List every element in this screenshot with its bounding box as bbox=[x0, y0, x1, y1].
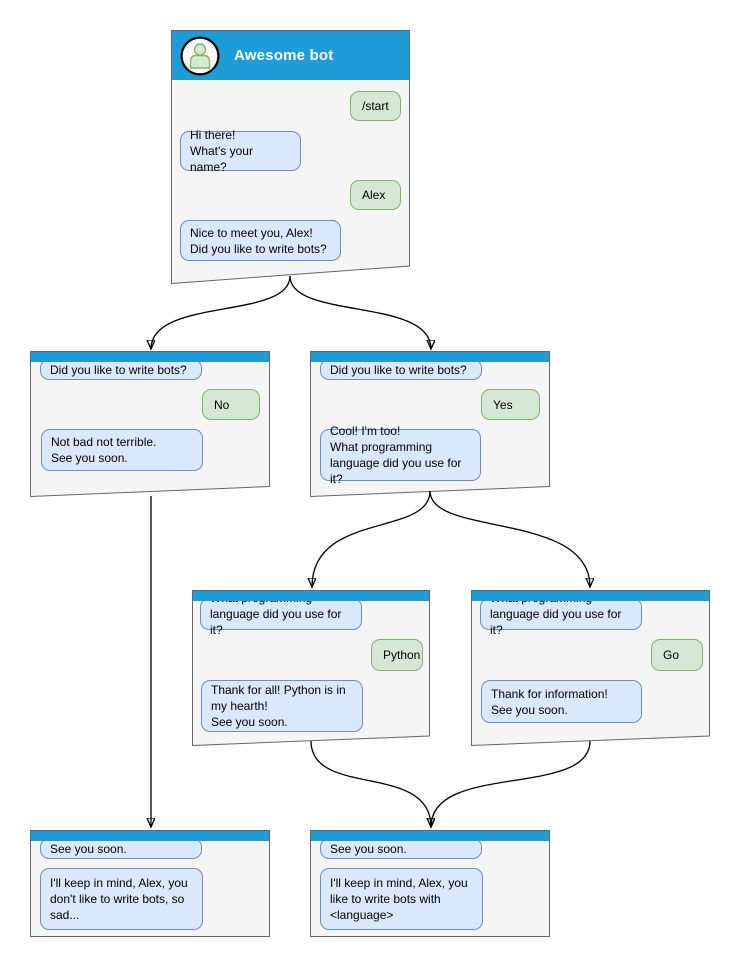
message-text: Did you like to write bots? bbox=[330, 362, 467, 377]
message-text: See you soon. bbox=[50, 841, 127, 856]
message-text: Python bbox=[383, 648, 421, 662]
bot-message-bubble: Cool! I'm too! What programming language… bbox=[320, 424, 481, 486]
arrow-main-to-yes-branch bbox=[289, 275, 431, 349]
user-message-bubble: Python bbox=[371, 639, 423, 671]
chat-header-bar bbox=[31, 352, 269, 362]
message-text: Did you like to write bots? bbox=[50, 362, 187, 377]
message-text: No bbox=[214, 397, 230, 412]
bot-message-bubble: Thank for information! See you soon. bbox=[481, 680, 642, 723]
bot-message-bubble: See you soon. bbox=[320, 838, 482, 859]
person-icon bbox=[180, 36, 220, 75]
message-text: /start bbox=[362, 99, 389, 113]
chat-header-bar bbox=[193, 591, 429, 601]
message-text: Thank for information! See you soon. bbox=[491, 686, 608, 717]
window-no-branch: Did you like to write bots? No Not bad n… bbox=[30, 351, 270, 497]
user-message-bubble: Yes bbox=[481, 389, 540, 420]
message-text: I'll keep in mind, Alex, you don't like … bbox=[50, 876, 188, 922]
window-main: Awesome bot /start Hi there! What's your… bbox=[171, 30, 410, 284]
bot-message-bubble: Not bad not terrible. See you soon. bbox=[41, 429, 203, 471]
chat-header-bar bbox=[311, 831, 549, 841]
bot-message-bubble: Nice to meet you, Alex! Did you like to … bbox=[180, 220, 341, 261]
message-text: Hi there! What's your name? bbox=[190, 128, 253, 174]
message-text: See you soon. bbox=[330, 841, 407, 856]
bot-message-bubble: Did you like to write bots? bbox=[320, 359, 482, 380]
window-yes-branch: Did you like to write bots? Yes Cool! I'… bbox=[310, 351, 550, 497]
bot-message-bubble: What programming language did you use fo… bbox=[480, 591, 642, 637]
message-text: Nice to meet you, Alex! Did you like to … bbox=[190, 225, 327, 256]
message-text: Cool! I'm too! What programming language… bbox=[330, 424, 462, 486]
bot-message-bubble: I'll keep in mind, Alex, you don't like … bbox=[40, 868, 203, 930]
chat-header-bar bbox=[472, 591, 709, 601]
window-python-branch: What programming language did you use fo… bbox=[192, 590, 430, 746]
user-message-bubble: Alex bbox=[350, 180, 401, 210]
chat-header: Awesome bot bbox=[172, 31, 409, 80]
message-text: Not bad not terrible. See you soon. bbox=[51, 435, 157, 465]
chat-header-bar bbox=[31, 831, 269, 841]
bot-message-bubble: What programming language did you use fo… bbox=[200, 591, 362, 637]
window-end-no: See you soon. I'll keep in mind, Alex, y… bbox=[30, 830, 270, 937]
window-go-branch: What programming language did you use fo… bbox=[471, 590, 710, 746]
user-message-bubble: /start bbox=[350, 91, 401, 121]
bot-message-bubble: Hi there! What's your name? bbox=[180, 128, 301, 174]
arrow-main-to-no-branch bbox=[151, 275, 291, 349]
message-text: Thank for all! Python is in my hearth! S… bbox=[211, 683, 346, 729]
message-text: Yes bbox=[493, 397, 513, 412]
user-message-bubble: Go bbox=[651, 639, 703, 671]
window-end-yes: See you soon. I'll keep in mind, Alex, y… bbox=[310, 830, 550, 937]
message-text: Alex bbox=[362, 188, 386, 202]
arrow-go-to-end bbox=[431, 740, 591, 827]
bot-title: Awesome bot bbox=[234, 47, 334, 64]
message-text: I'll keep in mind, Alex, you like to wri… bbox=[330, 876, 468, 922]
bot-message-bubble: See you soon. bbox=[40, 838, 202, 859]
arrow-python-to-end bbox=[310, 740, 431, 827]
arrow-yes-to-python-branch bbox=[312, 490, 431, 587]
message-text: Go bbox=[663, 648, 680, 662]
chat-header-bar bbox=[311, 352, 549, 362]
user-message-bubble: No bbox=[202, 389, 260, 420]
bot-message-bubble: Thank for all! Python is in my hearth! S… bbox=[201, 680, 363, 732]
bot-message-bubble: Did you like to write bots? bbox=[40, 359, 202, 380]
bot-message-bubble: I'll keep in mind, Alex, you like to wri… bbox=[320, 868, 483, 930]
arrow-yes-to-go-branch bbox=[429, 490, 590, 587]
